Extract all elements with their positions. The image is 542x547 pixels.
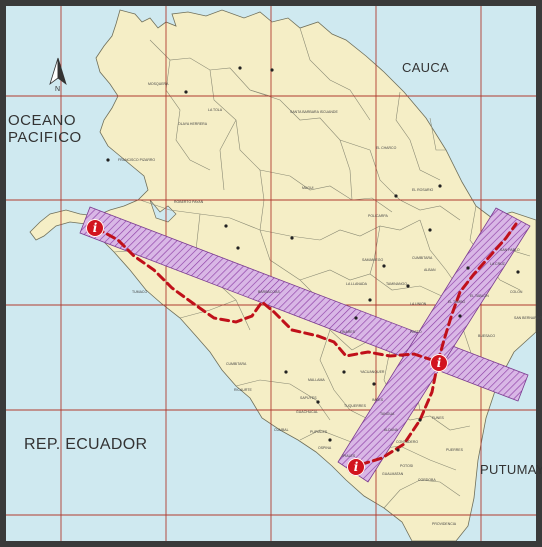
- municipality-label: TUMACO: [132, 290, 148, 294]
- municipality-label: SANTA BARBARA ISCUANDE: [290, 110, 338, 114]
- municipality-label: LA TOLA: [208, 108, 223, 112]
- municipality-label: LINARES: [340, 330, 355, 334]
- municipality-label: TANGUA: [380, 412, 395, 416]
- label-putumayo: PUTUMAYO: [480, 462, 542, 477]
- municipality-label: FUNES: [432, 416, 444, 420]
- municipality-label: COLON: [510, 290, 523, 294]
- municipality-label: TAMINANGO: [386, 282, 407, 286]
- municipality-label: MOSQUERA: [148, 82, 169, 86]
- municipality-label: LA UNION: [410, 302, 427, 306]
- municipality-label: ROBERTO PAYAN: [174, 200, 204, 204]
- municipality-label: IMUES: [372, 398, 384, 402]
- municipality-label: CORDOBA: [418, 478, 436, 482]
- municipality-label: ALDANA: [384, 428, 399, 432]
- municipality-label: POLICARPA: [368, 214, 388, 218]
- municipality-label: EL TAMBO: [448, 300, 466, 304]
- map-grid: [6, 6, 536, 541]
- municipality-label: ALBAN: [424, 268, 436, 272]
- municipality-label: EL ROSARIO: [412, 188, 434, 192]
- municipality-label: CONTADERO: [396, 440, 419, 444]
- municipality-label: EL CHARCO: [376, 146, 397, 150]
- north-arrow-icon: [49, 57, 67, 86]
- label-cauca: CAUCA: [402, 60, 450, 75]
- municipality-label: PASTO: [410, 330, 422, 334]
- municipality-label: CUMBITARA: [412, 256, 433, 260]
- municipality-label: BARBACOAS: [258, 290, 280, 294]
- marker-start[interactable]: i: [86, 219, 104, 237]
- municipality-label: PROVIDENCIA: [432, 522, 457, 526]
- municipality-label: SAN BERNARDO: [514, 316, 542, 320]
- municipality-label: EL TABLON: [470, 294, 489, 298]
- municipality-label: PUERRES: [446, 448, 463, 452]
- marker-south-end[interactable]: i: [347, 458, 365, 476]
- municipality-label: CUMBITARA: [226, 362, 247, 366]
- municipality-label: OSPINA: [318, 446, 332, 450]
- municipality-label: GUALMATAN: [382, 472, 404, 476]
- north-arrow-letter: N: [55, 86, 61, 93]
- corridor-north-south: [337, 207, 531, 483]
- municipality-label: MAGUI: [302, 186, 314, 190]
- settlement-dots: [106, 66, 520, 452]
- municipality-label: RICAURTE: [234, 388, 252, 392]
- municipality-label: OLAYA HERRERA: [178, 122, 208, 126]
- municipality-label: MALLAMA: [308, 378, 325, 382]
- coast-inlet: [149, 199, 177, 223]
- municipality-label: YACUANQUER: [360, 370, 385, 374]
- municipality-label: LA CRUZ: [490, 262, 505, 266]
- municipality-label: LA LLANADA: [346, 282, 368, 286]
- municipality-label: SAN PABLO: [500, 248, 520, 252]
- municipality-label: CUMBAL: [274, 428, 289, 432]
- route-line: [94, 222, 518, 468]
- municipality-label: POTOSI: [400, 464, 414, 468]
- municipality-label: IPIALES: [342, 454, 356, 458]
- municipality-label: FRANCISCO PIZARRO: [118, 158, 156, 162]
- label-oceano: OCEANO: [8, 112, 77, 129]
- municipality-label: SAPUYES: [300, 396, 317, 400]
- municipality-label: BUESACO: [478, 334, 496, 338]
- municipality-label: TUQUERRES: [344, 404, 366, 408]
- municipality-label: GUACHUCAL: [296, 410, 318, 414]
- marker-junction[interactable]: i: [430, 354, 448, 372]
- municipality-label: SAMANIEGO: [362, 258, 384, 262]
- label-pacifico: PACIFICO: [8, 129, 82, 146]
- label-ecuador: REP. ECUADOR: [24, 436, 148, 453]
- municipality-label: PUPIALES: [310, 430, 328, 434]
